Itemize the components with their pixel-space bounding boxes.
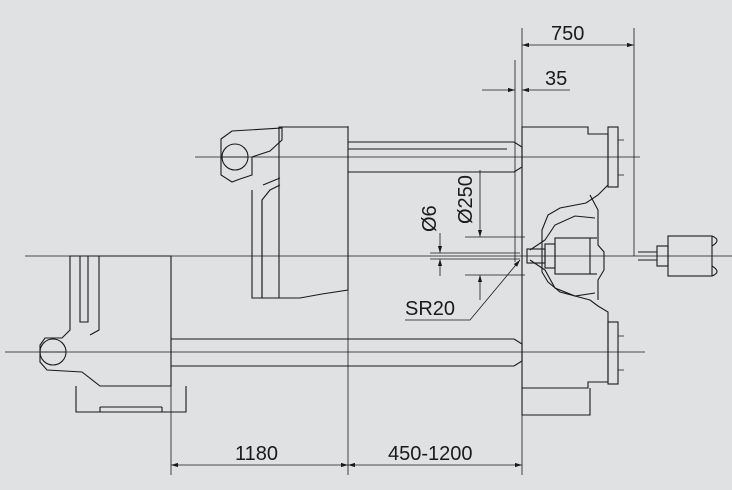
machine-base-frame — [39, 255, 187, 413]
dim-label-sr20: SR20 — [405, 298, 455, 320]
dim-label-750: 750 — [551, 23, 584, 45]
dim-label-35: 35 — [545, 68, 567, 90]
nozzle-housing — [526, 237, 597, 275]
dim-label-1180: 1180 — [235, 443, 278, 465]
lower-tie-bar — [171, 338, 523, 367]
dim-label-450-1200: 450-1200 — [388, 443, 473, 465]
fixed-platen — [521, 126, 624, 416]
injection-unit — [638, 235, 718, 277]
rear-platen-upper-link — [220, 127, 283, 299]
moving-platen — [252, 126, 349, 299]
dim-label-250: Ø250 — [455, 175, 477, 224]
dim-label-6: Ø6 — [419, 205, 441, 232]
upper-tie-bar — [348, 141, 523, 173]
leader-sr20 — [405, 259, 521, 321]
